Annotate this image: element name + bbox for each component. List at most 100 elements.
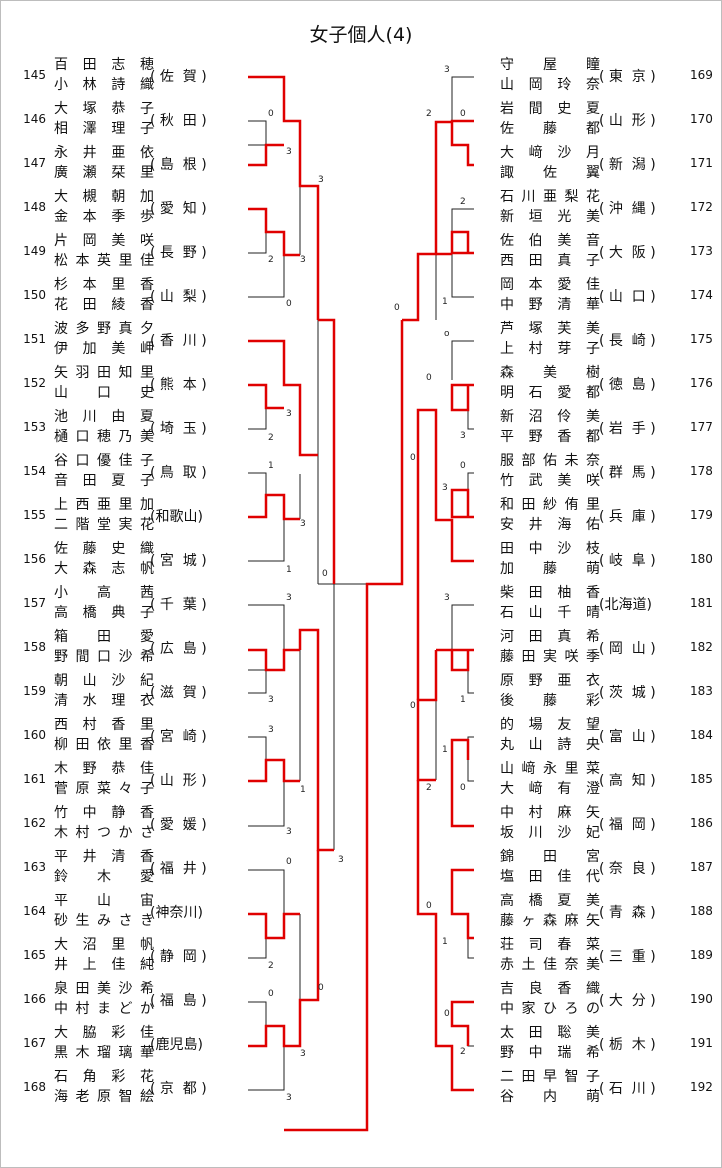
prefecture: (神奈川) [150,905,203,921]
player-names: 谷口優佳子音田夏子 [54,451,154,491]
player-name: 大﨑有澄 [500,781,600,797]
match-score: 3 [268,725,274,735]
match-score: 0 [460,783,466,793]
page-title: 女子個人(4) [309,24,413,46]
player-names: 上西亜里加二階堂実花 [54,495,154,535]
player-names: 杉本里香花田綾香 [54,275,154,315]
player-name: 諏佐翼 [500,165,600,181]
player-names: 大脇彩佳黒木瑠璃華 [54,1023,154,1063]
player-name: 藤ヶ森麻矢 [500,913,600,929]
player-name: 大脇彩佳 [54,1025,154,1041]
player-names: 木野恭佳菅原菜々子 [54,759,154,799]
player-name: 的場友望 [500,717,600,733]
entry-number: 185 [690,772,713,786]
player-name: 松本英里佳 [54,253,154,269]
player-names: 朝山沙紀清水理衣 [54,671,154,711]
player-name: 中野清華 [500,297,600,313]
entry-number: 186 [690,816,713,830]
player-names: 矢羽田知里山口史 [54,363,154,403]
entry-number: 155 [23,508,46,522]
player-name: 中家ひろの [500,1001,600,1017]
player-name: 大森志帆 [54,561,154,577]
player-names: 平井清香鈴木愛 [54,847,154,887]
entry-number: 174 [690,288,713,302]
player-name: 田中沙枝 [500,541,600,557]
entry-number: 160 [23,728,46,742]
entry-number: 158 [23,640,46,654]
entry-number: 157 [23,596,46,610]
player-name: 藤田実咲季 [500,649,600,665]
entry-number: 172 [690,200,713,214]
player-name: 海老原智絵 [54,1089,154,1105]
prefecture: ( 山 梨 ) [150,289,207,305]
player-names: 石川亜梨花新垣光美 [500,187,600,227]
prefecture: ( 群 馬 ) [599,465,656,481]
player-name: 相澤理子 [54,121,154,137]
player-names: 波多野真夕伊加美岬 [54,319,154,359]
match-score: 0 [410,453,416,463]
entry-number: 192 [690,1080,713,1094]
player-name: 西村香里 [54,717,154,733]
player-name: 野間口沙希 [54,649,154,665]
player-names: 新沼伶美平野香都 [500,407,600,447]
player-name: 荘司春菜 [500,937,600,953]
player-names: 中村麻矢坂川沙妃 [500,803,600,843]
match-score: 3 [444,65,450,75]
entry-number: 167 [23,1036,46,1050]
player-name: 谷内萌 [500,1089,600,1105]
entry-number: 184 [690,728,713,742]
player-names: 大槻朝加金本季歩 [54,187,154,227]
player-name: 森美樹 [500,365,600,381]
prefecture: ( 岡 山 ) [599,641,656,657]
entry-number: 171 [690,156,713,170]
player-name: 木村つかさ [54,825,154,841]
player-name: 原野亜衣 [500,673,600,689]
player-name: 坂川沙妃 [500,825,600,841]
prefecture: ( 島 根 ) [150,157,207,173]
prefecture: ( 愛 知 ) [150,201,207,217]
entry-number: 173 [690,244,713,258]
match-score: 2 [268,433,274,443]
player-name: 中村まどか [54,1001,154,1017]
player-name: 丸山詩央 [500,737,600,753]
player-name: 永井亜依 [54,145,154,161]
player-names: 服部佑未奈竹武美咲 [500,451,600,491]
match-score: 3 [286,593,292,603]
match-score: 1 [300,785,306,795]
entry-number: 161 [23,772,46,786]
entry-number: 175 [690,332,713,346]
player-names: 岩間史夏佐藤都 [500,99,600,139]
entry-number: 183 [690,684,713,698]
entry-number: 166 [23,992,46,1006]
prefecture: ( 山 口 ) [599,289,656,305]
entry-number: 190 [690,992,713,1006]
prefecture: ( 香 川 ) [150,333,207,349]
player-name: 高橋夏美 [500,893,600,909]
prefecture: ( 熊 本 ) [150,377,207,393]
player-name: 音田夏子 [54,473,154,489]
match-score: 3 [318,175,324,185]
entry-number: 170 [690,112,713,126]
entry-number: 150 [23,288,46,302]
prefecture: ( 愛 媛 ) [150,817,207,833]
player-name: 廣瀬栞里 [54,165,154,181]
prefecture: ( 山 形 ) [150,773,207,789]
player-name: 菅原菜々子 [54,781,154,797]
match-score: 0 [322,569,328,579]
player-name: 矢羽田知里 [54,365,154,381]
bracket-lines-red [248,75,474,1132]
player-names: 平山宙砂生みさき [54,891,154,931]
